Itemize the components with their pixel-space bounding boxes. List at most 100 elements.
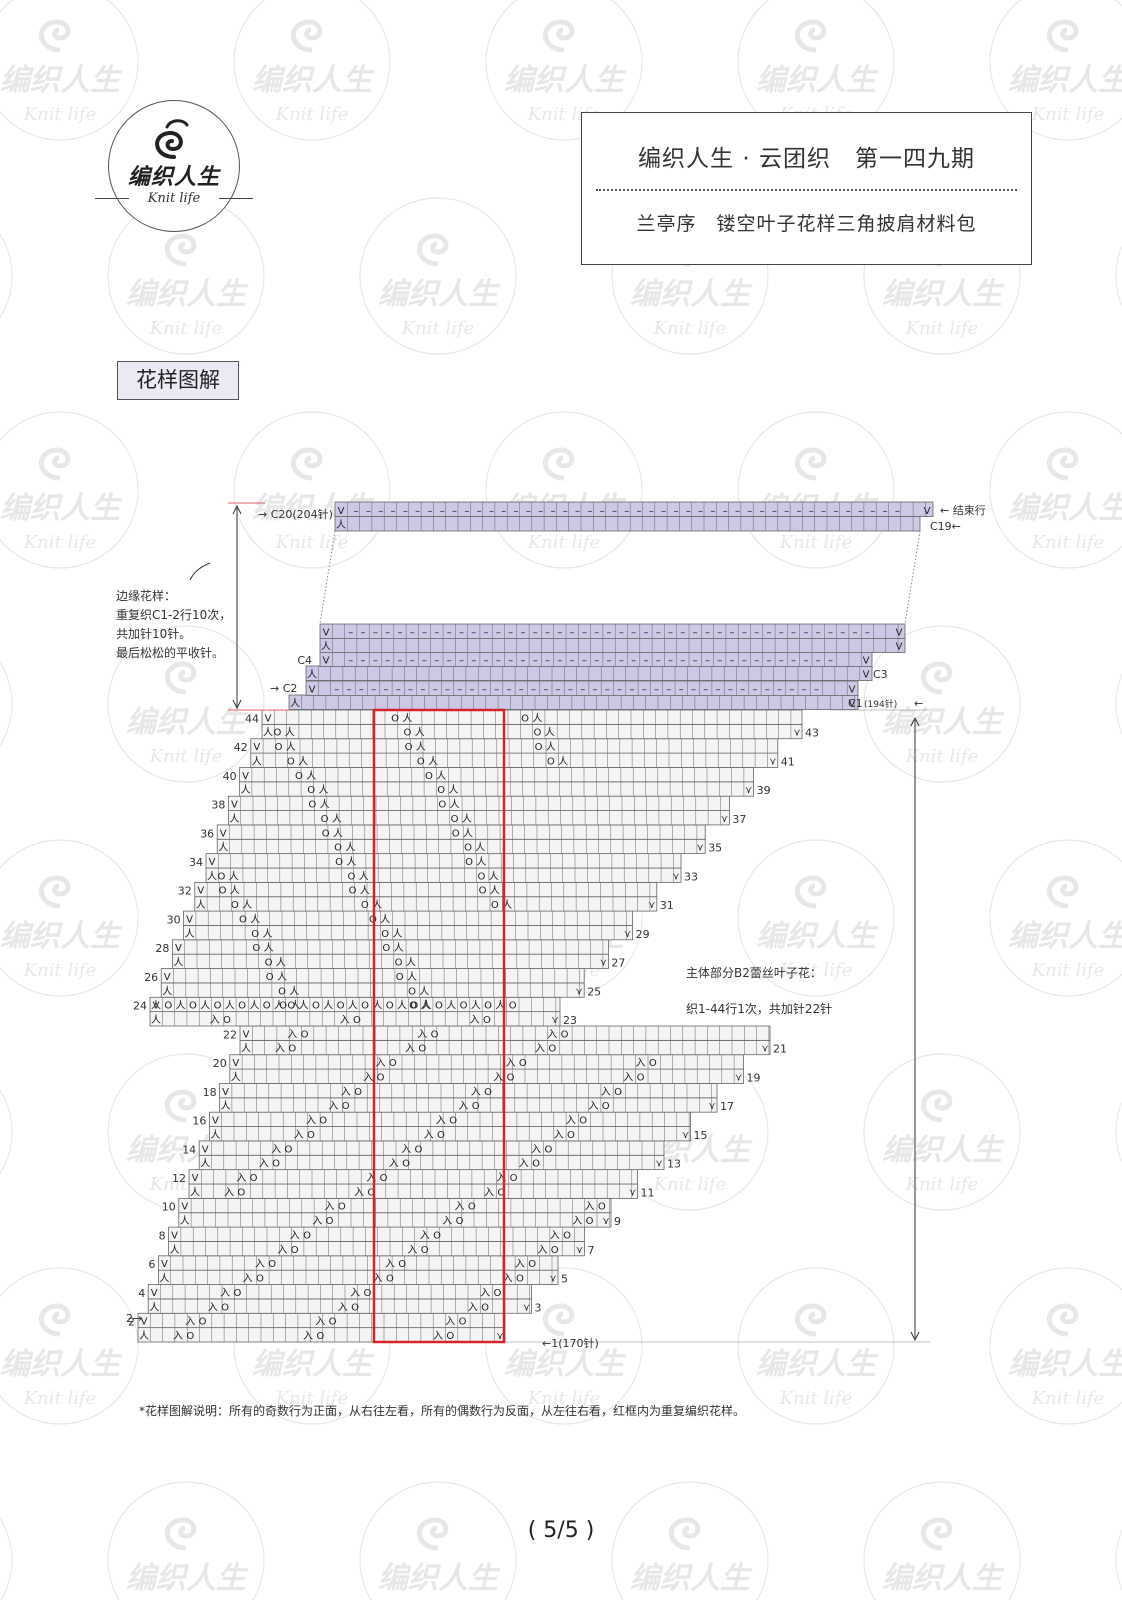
svg-text:⋎: ⋎ <box>600 958 607 969</box>
svg-text:人: 人 <box>450 799 460 811</box>
svg-text:V: V <box>197 886 204 897</box>
svg-text:–: – <box>742 656 747 667</box>
svg-text:入: 入 <box>340 1015 350 1026</box>
svg-text:O: O <box>252 943 260 954</box>
row-number-right: 19 <box>747 1071 761 1084</box>
svg-text:–: – <box>740 685 745 696</box>
svg-text:⋎: ⋎ <box>745 785 752 796</box>
svg-text:入: 入 <box>455 1202 465 1213</box>
svg-text:人: 人 <box>299 1000 309 1012</box>
svg-text:O: O <box>535 742 543 753</box>
c19-label: C19← <box>930 520 961 533</box>
svg-text:–: – <box>334 685 339 696</box>
svg-text:人: 人 <box>372 1000 382 1012</box>
svg-text:–: – <box>385 656 390 667</box>
svg-text:入: 入 <box>312 1216 322 1227</box>
svg-text:人: 人 <box>231 1071 241 1083</box>
svg-text:⋎: ⋎ <box>761 1044 768 1055</box>
svg-text:–: – <box>642 685 647 696</box>
svg-text:入: 入 <box>468 1302 478 1313</box>
row-number-left: 6 <box>148 1258 155 1271</box>
svg-text:V: V <box>181 1202 188 1213</box>
curved-arrow-icon <box>189 562 211 581</box>
svg-text:–: – <box>691 685 696 696</box>
svg-text:–: – <box>361 656 366 667</box>
svg-text:–: – <box>828 656 833 667</box>
svg-text:⋎: ⋎ <box>523 1302 530 1313</box>
svg-text:–: – <box>526 506 531 517</box>
svg-text:O: O <box>598 1202 606 1213</box>
svg-text:V: V <box>338 506 345 517</box>
svg-text:人: 人 <box>162 985 172 997</box>
svg-text:入: 入 <box>585 1202 595 1213</box>
svg-text:入: 入 <box>515 1259 525 1270</box>
svg-text:O: O <box>361 1001 369 1012</box>
body-note-line: 织1-44行1次，共加针22针 <box>686 1002 833 1016</box>
svg-text:V: V <box>153 1001 160 1012</box>
row-number-left: 36 <box>200 827 214 840</box>
svg-text:人: 人 <box>471 1000 481 1012</box>
svg-text:人: 人 <box>286 741 296 753</box>
svg-text:入: 入 <box>224 1187 234 1198</box>
svg-text:O: O <box>579 1116 587 1127</box>
body-pattern-note: 主体部分B2蕾丝叶子花： 织1-44行1次，共加针22针 <box>686 955 832 1027</box>
svg-text:入: 入 <box>277 1245 287 1256</box>
svg-text:入: 入 <box>363 1072 373 1083</box>
svg-text:人: 人 <box>176 1000 186 1012</box>
svg-text:–: – <box>531 685 536 696</box>
svg-text:–: – <box>796 506 801 517</box>
edge-note-line: 边缘花样： <box>116 589 177 603</box>
svg-text:入: 入 <box>325 1202 335 1213</box>
svg-text:人: 人 <box>250 913 260 925</box>
svg-text:人: 人 <box>360 885 370 897</box>
svg-text:O: O <box>410 1001 418 1012</box>
row-number-left: 40 <box>223 770 237 783</box>
svg-text:入: 入 <box>550 1230 560 1241</box>
svg-text:O: O <box>484 1087 492 1098</box>
svg-text:人: 人 <box>252 755 262 767</box>
svg-text:O: O <box>449 1116 457 1127</box>
svg-text:人: 人 <box>475 842 485 854</box>
row-number-right: 27 <box>611 957 625 970</box>
svg-text:–: – <box>501 506 506 517</box>
svg-text:V: V <box>242 771 249 782</box>
svg-text:–: – <box>816 656 821 667</box>
svg-text:入: 入 <box>354 1187 364 1198</box>
svg-text:O: O <box>567 1130 575 1141</box>
svg-text:–: – <box>506 685 511 696</box>
svg-text:人: 人 <box>449 784 459 796</box>
c3-label: C3 <box>873 668 888 681</box>
svg-text:–: – <box>383 685 388 696</box>
svg-text:人: 人 <box>407 971 417 983</box>
svg-text:入: 入 <box>173 1331 183 1342</box>
svg-text:O: O <box>459 1317 467 1328</box>
svg-text:O: O <box>263 1001 271 1012</box>
svg-text:入: 入 <box>436 1116 446 1127</box>
svg-text:–: – <box>440 506 445 517</box>
svg-text:O: O <box>460 1001 468 1012</box>
svg-text:–: – <box>568 685 573 696</box>
svg-text:人: 人 <box>229 813 239 825</box>
svg-text:–: – <box>496 628 501 639</box>
svg-text:人: 人 <box>394 942 404 954</box>
svg-text:–: – <box>397 628 402 639</box>
svg-text:O: O <box>329 1317 337 1328</box>
svg-text:–: – <box>556 685 561 696</box>
row-number-left: 26 <box>144 971 158 984</box>
svg-text:入: 入 <box>537 1245 547 1256</box>
svg-text:O: O <box>231 900 239 911</box>
svg-text:O: O <box>437 1130 445 1141</box>
svg-text:⋎: ⋎ <box>648 900 655 911</box>
svg-text:O: O <box>237 1187 245 1198</box>
svg-text:入: 入 <box>341 1087 351 1098</box>
svg-text:–: – <box>434 628 439 639</box>
svg-text:–: – <box>557 656 562 667</box>
svg-text:–: – <box>496 656 501 667</box>
svg-text:–: – <box>840 628 845 639</box>
row-number-left: 44 <box>245 712 259 725</box>
svg-text:O: O <box>493 1288 501 1299</box>
row-number-right: 37 <box>732 813 746 826</box>
brand-logo: 编织人生 Knit life <box>95 100 253 232</box>
svg-text:人: 人 <box>196 899 206 911</box>
logo-text-en: Knit life <box>147 191 201 206</box>
